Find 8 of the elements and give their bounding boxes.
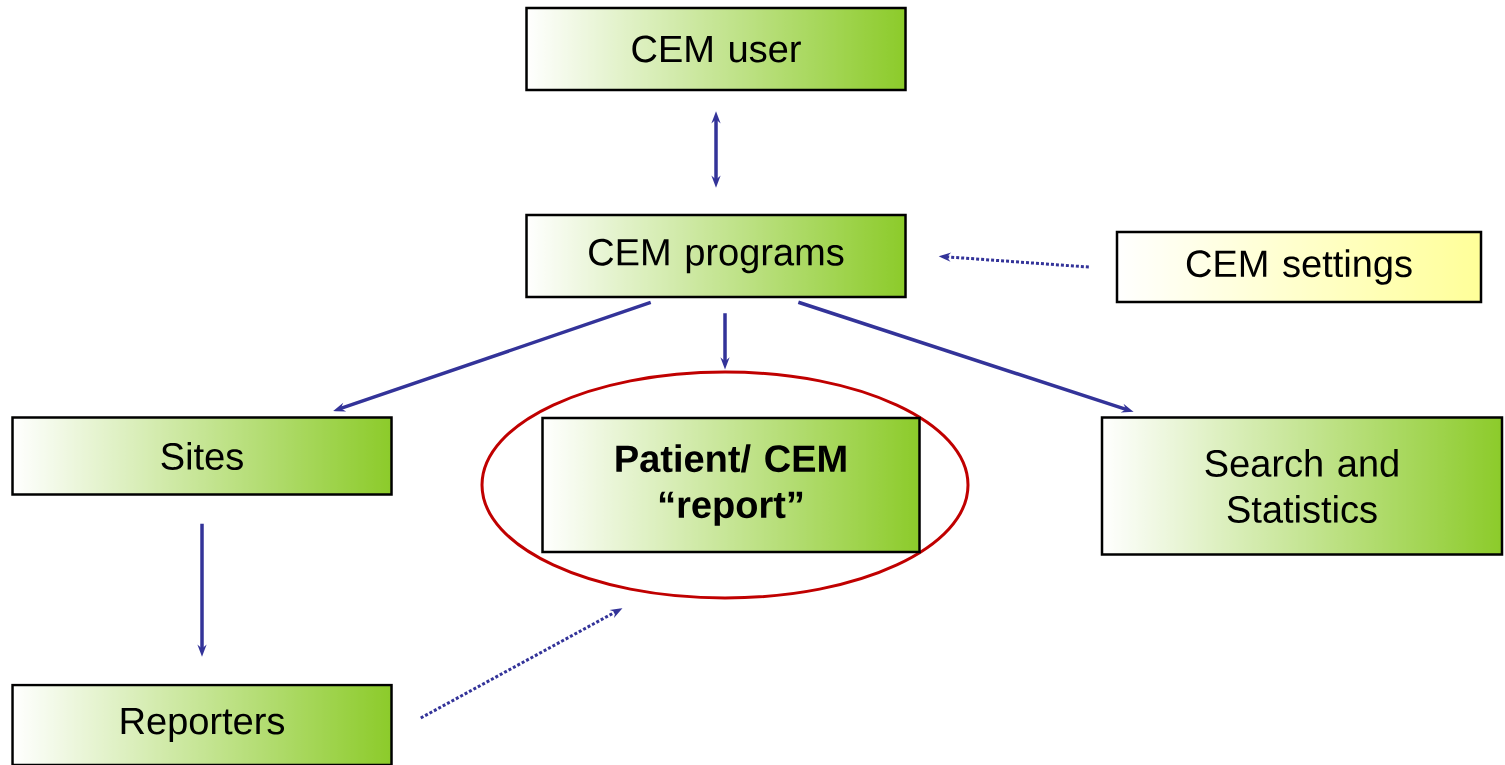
process-box: Sites bbox=[11, 416, 393, 496]
process-box: CEM settings bbox=[1115, 230, 1483, 304]
process-box: CEM user bbox=[525, 6, 907, 92]
highlight-ellipse bbox=[480, 370, 970, 600]
process-box: Search and Statistics bbox=[1100, 416, 1504, 556]
process-box: CEM programs bbox=[525, 213, 907, 299]
process-box: Reporters bbox=[11, 683, 393, 765]
process-box: Patient/ CEM “report” bbox=[541, 416, 921, 554]
